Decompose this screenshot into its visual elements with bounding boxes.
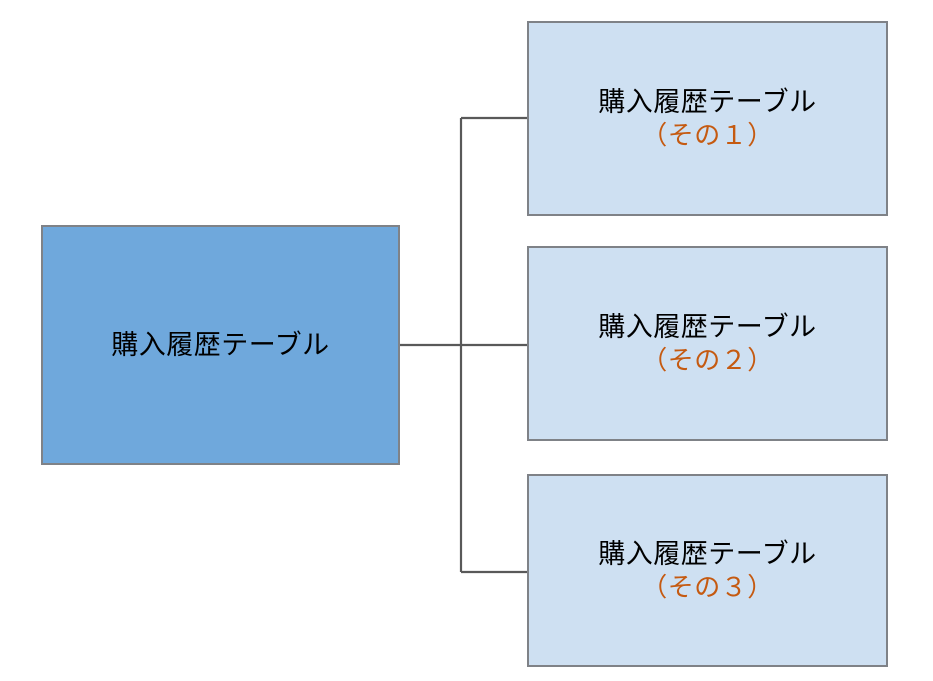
node-leaf-purchase-history-table-3[interactable]: 購入履歴テーブル （その３） <box>527 474 888 667</box>
node-leaf-3-subtitle: （その３） <box>641 572 774 603</box>
node-leaf-3-title: 購入履歴テーブル <box>598 538 817 569</box>
node-leaf-1-subtitle: （その１） <box>641 120 774 151</box>
node-root-purchase-history-table[interactable]: 購入履歴テーブル <box>41 225 400 465</box>
node-leaf-purchase-history-table-1[interactable]: 購入履歴テーブル （その１） <box>527 21 888 216</box>
node-leaf-1-title: 購入履歴テーブル <box>598 86 817 117</box>
node-leaf-2-subtitle: （その２） <box>641 345 774 376</box>
node-root-title: 購入履歴テーブル <box>111 329 330 360</box>
node-leaf-2-title: 購入履歴テーブル <box>598 311 817 342</box>
node-leaf-purchase-history-table-2[interactable]: 購入履歴テーブル （その２） <box>527 246 888 441</box>
